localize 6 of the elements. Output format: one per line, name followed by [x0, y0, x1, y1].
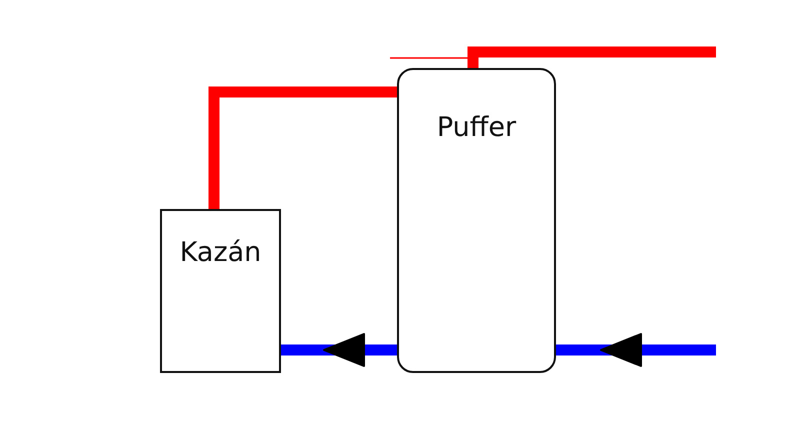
- pipe: [468, 46, 716, 68]
- tank-box: [160, 209, 281, 373]
- tank-label: Kazán: [178, 237, 262, 268]
- tank-label: Puffer: [436, 112, 518, 143]
- pipe: [208, 86, 397, 209]
- tank-box: [397, 68, 556, 373]
